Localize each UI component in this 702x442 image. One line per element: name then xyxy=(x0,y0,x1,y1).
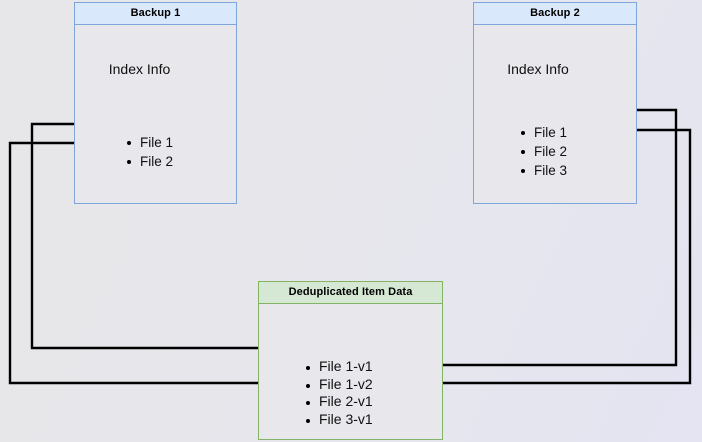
node-backup-2-file-list: File 1 File 2 File 3 xyxy=(519,123,567,180)
list-item: File 2-v1 xyxy=(304,393,373,411)
node-deduplicated-item-data[interactable]: Deduplicated Item Data File 1-v1 File 1-… xyxy=(258,281,443,440)
node-backup-2[interactable]: Backup 2 Index Info File 1 File 2 File 3 xyxy=(473,2,637,204)
node-backup-1-file-list: File 1 File 2 xyxy=(125,133,173,171)
node-backup-2-body: Index Info File 1 File 2 File 3 xyxy=(473,25,637,204)
node-backup-1-body: Index Info File 1 File 2 xyxy=(74,25,237,204)
list-item: File 1-v2 xyxy=(304,376,373,394)
list-item: File 1 xyxy=(519,123,567,142)
node-backup-1-index-label: Index Info xyxy=(108,61,171,77)
list-item: File 1-v1 xyxy=(304,358,373,376)
list-item: File 2 xyxy=(519,142,567,161)
list-item: File 1 xyxy=(125,133,173,152)
node-backup-2-index-label: Index Info xyxy=(507,61,569,77)
node-deduplicated-item-data-file-list: File 1-v1 File 1-v2 File 2-v1 File 3-v1 xyxy=(304,358,373,428)
node-backup-2-title: Backup 2 xyxy=(473,2,637,25)
list-item: File 3 xyxy=(519,161,567,180)
list-item: File 3-v1 xyxy=(304,411,373,429)
list-item: File 2 xyxy=(125,152,173,171)
node-deduplicated-item-data-title: Deduplicated Item Data xyxy=(258,281,443,304)
node-backup-1-title: Backup 1 xyxy=(74,2,237,25)
node-deduplicated-item-data-body: File 1-v1 File 1-v2 File 2-v1 File 3-v1 xyxy=(258,304,443,440)
node-backup-1[interactable]: Backup 1 Index Info File 1 File 2 xyxy=(74,2,237,204)
